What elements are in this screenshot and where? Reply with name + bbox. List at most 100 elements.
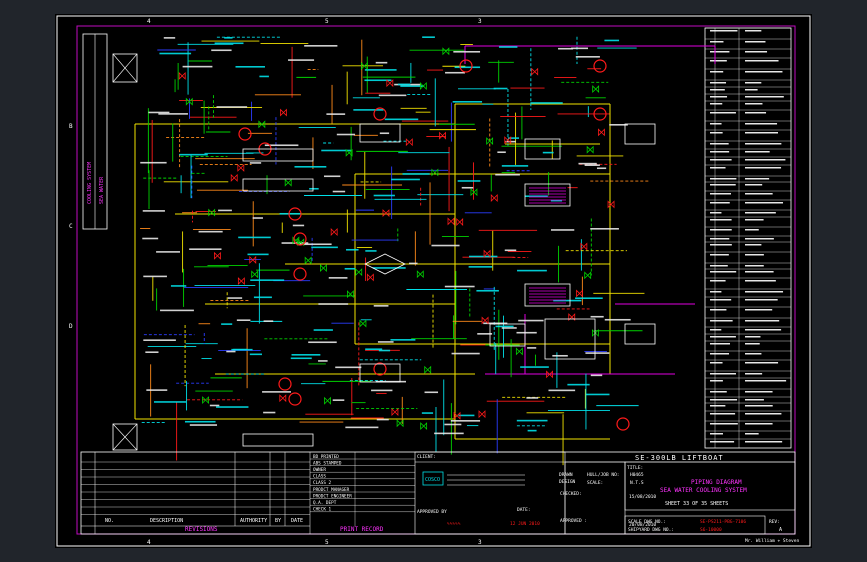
tag-label: [507, 137, 520, 139]
drawn-label: DRAWN: [559, 472, 573, 478]
grid-label-top: 3: [478, 18, 482, 25]
legend-text: [710, 151, 730, 153]
legend-text: [745, 103, 763, 105]
tag-label: [290, 357, 312, 360]
legend-text: [710, 423, 738, 425]
tag-label: [321, 149, 351, 152]
tag-label: [409, 262, 418, 265]
legend-text: [745, 112, 767, 114]
tag-label: [214, 42, 244, 45]
tag-label: [402, 173, 430, 175]
legend-text: [745, 423, 773, 425]
print-record-item: ABS STAMPED: [313, 460, 342, 466]
tag-label: [249, 353, 262, 356]
left-title-strip: COOLING SYSTEM SEA WATER: [82, 33, 138, 451]
tag-label: [143, 339, 176, 341]
tag-label: [336, 133, 356, 136]
valve-icon: [481, 316, 489, 325]
tag-label: [376, 418, 389, 421]
tag-label: [451, 352, 480, 355]
tag-label: [247, 253, 269, 256]
scale-value: N.T.S: [630, 480, 644, 486]
tag-label: [311, 246, 338, 249]
tag-label: [263, 411, 276, 414]
grid-label-bottom: 3: [478, 539, 482, 546]
rev-col-header: NO.: [105, 518, 114, 524]
tag-label: [604, 318, 631, 321]
tag-label: [318, 303, 349, 305]
tag-label: [279, 212, 302, 215]
valve-icon: [258, 120, 266, 129]
shipyard-dwg-label: SHIPYARD DWG NO.:: [628, 527, 674, 533]
tag-label: [318, 360, 328, 362]
valve-icon: [580, 242, 588, 251]
valve-icon: [382, 209, 390, 218]
revisions-title: REVISIONS: [185, 526, 218, 533]
design-label: DESIGN: [559, 479, 576, 485]
tag-label: [148, 111, 170, 114]
tag-label: [575, 297, 603, 300]
pump-icon: [593, 107, 607, 121]
print-record-title: PRINT RECORD: [340, 526, 384, 533]
pump-icon: [593, 59, 607, 73]
legend-text: [745, 96, 784, 98]
legend-text: [710, 30, 738, 32]
legend-text: [710, 343, 730, 345]
valve-icon: [347, 290, 354, 299]
valve-icon: [483, 249, 491, 258]
legend-text: [710, 362, 723, 364]
legend-text: [745, 178, 770, 180]
tag-label: [390, 339, 416, 341]
tag-label: [585, 393, 610, 396]
approval-date: 12 JUN 2010: [510, 521, 540, 527]
tag-label: [253, 296, 272, 299]
pump-icon: [373, 362, 387, 376]
valve-icon: [330, 228, 338, 236]
legend-text: [745, 184, 763, 186]
tag-label: [364, 79, 392, 82]
legend-text: [710, 112, 736, 114]
legend-text: [745, 151, 770, 153]
valve-icon: [439, 131, 446, 140]
tag-label: [365, 348, 383, 351]
legend-text: [710, 353, 730, 355]
valve-icon: [419, 82, 427, 90]
print-record-item: Q.A. DEPT: [313, 500, 337, 506]
tag-label: [548, 389, 576, 392]
tag-label: [571, 47, 588, 50]
legend-text: [745, 271, 774, 273]
tag-label: [452, 101, 483, 103]
valve-icon: [420, 422, 428, 431]
valve-icon: [249, 255, 257, 264]
legend-text: [710, 202, 730, 204]
legend-text: [710, 96, 728, 98]
tag-label: [209, 404, 220, 407]
tag-label: [221, 323, 233, 325]
tag-label: [373, 194, 395, 197]
tag-label: [373, 305, 389, 307]
grid-label-left: C: [69, 223, 73, 230]
valve-icon: [320, 264, 327, 273]
grid-label-bottom: 5: [325, 539, 329, 546]
pump-icon: [288, 207, 302, 221]
legend-text: [745, 362, 779, 364]
legend-text: [745, 280, 776, 282]
tag-label: [516, 419, 548, 422]
tag-label: [497, 151, 506, 154]
legend-text: [710, 159, 732, 161]
tag-label: [384, 118, 419, 121]
tag-label: [424, 391, 439, 394]
valve-icon: [280, 108, 287, 117]
tag-label: [542, 151, 554, 154]
company-name: COSCO: [425, 477, 440, 483]
tag-label: [332, 399, 345, 401]
tag-label: [468, 266, 493, 268]
grid-label-left: D: [69, 323, 73, 330]
sea-chest-symbol: [112, 53, 138, 83]
legend-text: [745, 405, 773, 407]
tag-label: [160, 309, 194, 312]
tag-label: [450, 420, 481, 422]
valve-icon: [391, 408, 399, 416]
legend-text: [710, 329, 722, 331]
